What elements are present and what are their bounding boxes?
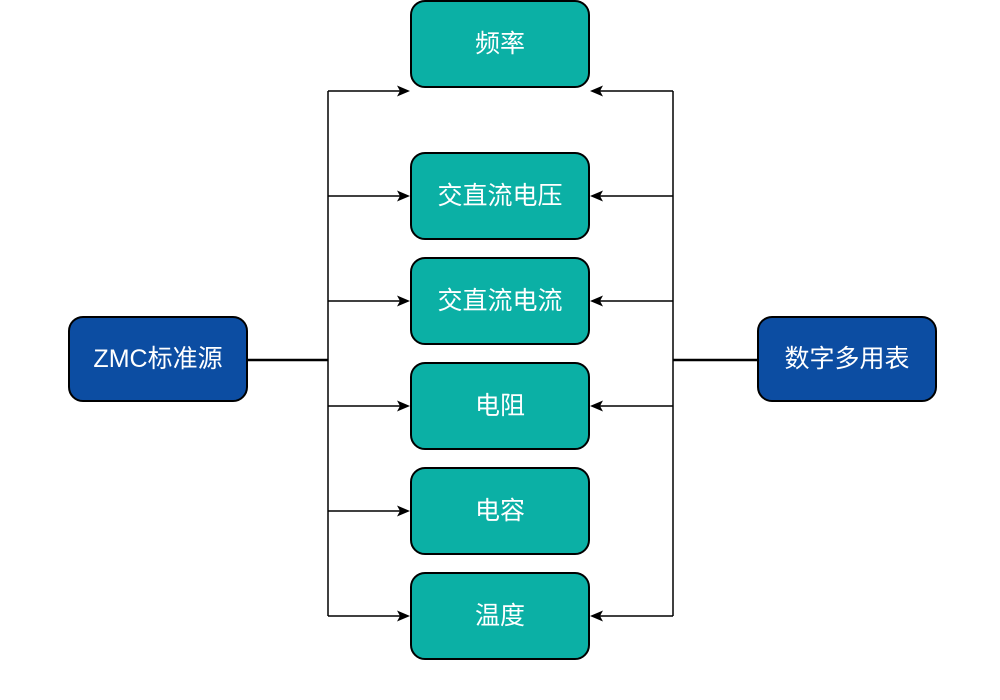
node-digital-multimeter-label: 数字多用表 <box>784 345 910 373</box>
node-digital-multimeter: 数字多用表 <box>757 316 937 402</box>
left-arrowhead <box>397 295 410 307</box>
left-arrowhead <box>397 400 410 412</box>
left-arrowhead <box>397 610 410 622</box>
left-arrowhead <box>397 190 410 202</box>
node-frequency: 频率 <box>410 0 590 88</box>
node-acdc-voltage: 交直流电压 <box>410 152 590 240</box>
node-acdc-voltage-label: 交直流电压 <box>437 182 563 210</box>
right-arrowhead <box>590 610 603 622</box>
left-arrowhead <box>397 85 410 97</box>
node-capacitance: 电容 <box>410 467 590 555</box>
node-zmc-standard-source-label: ZMC标准源 <box>93 345 223 373</box>
right-arrowhead <box>590 190 603 202</box>
node-resistance: 电阻 <box>410 362 590 450</box>
right-connector-group <box>590 85 757 622</box>
right-arrowhead <box>590 85 603 97</box>
node-acdc-current-label: 交直流电流 <box>437 287 563 315</box>
node-temperature-label: 温度 <box>474 602 525 630</box>
node-frequency-label: 频率 <box>474 30 525 58</box>
right-arrowhead <box>590 400 603 412</box>
left-connector-group <box>248 85 410 622</box>
node-temperature: 温度 <box>410 572 590 660</box>
node-zmc-standard-source: ZMC标准源 <box>68 316 248 402</box>
left-arrowhead <box>397 505 410 517</box>
node-capacitance-label: 电容 <box>474 497 525 525</box>
right-arrowhead <box>590 295 603 307</box>
node-acdc-current: 交直流电流 <box>410 257 590 345</box>
node-resistance-label: 电阻 <box>474 392 525 420</box>
